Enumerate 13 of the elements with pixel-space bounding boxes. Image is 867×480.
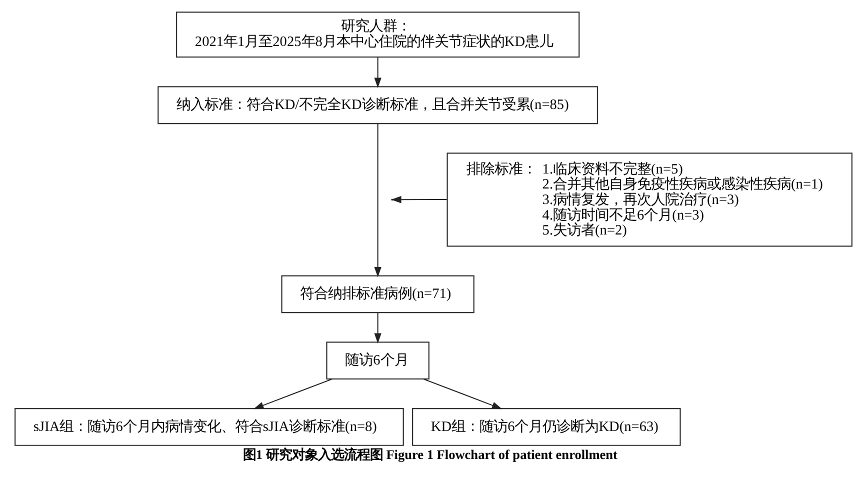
node-box: 研究人群： 2021年1月至2025年8月本中心住院的伴关节症状的KD患儿	[176, 12, 580, 58]
caption: 图1 研究对象入选流程图 Figure 1 Flowchart of patient enrollment	[242, 447, 618, 462]
node-box: 纳入标准：符合KD/不完全KD诊断标准，且合并关节受累(n=85)	[158, 86, 598, 124]
arrow	[253, 378, 332, 410]
node-box: sJIA组：随访6个月内病情变化、符合sJIA诊断标准(n=8)	[14, 408, 404, 446]
node-box: 随访6个月	[326, 342, 430, 380]
arrow	[423, 378, 502, 410]
arrow	[374, 312, 382, 344]
arrow	[374, 124, 382, 278]
node-box: 符合纳排标准病例(n=71)	[281, 275, 474, 314]
node-box: KD组：随访6个月仍诊断为KD(n=63)	[412, 408, 681, 446]
arrow	[374, 57, 382, 88]
node-box: 排除标准： 1.临床资料不完整(n=5) 2.合并其他自身免疫性疾病或感染性疾病(n=1) 3.病情复发，再次人院治疗(n=3) 4.随访时间不足6个月(n=3) 5.失访者(n=2)	[446, 152, 852, 247]
